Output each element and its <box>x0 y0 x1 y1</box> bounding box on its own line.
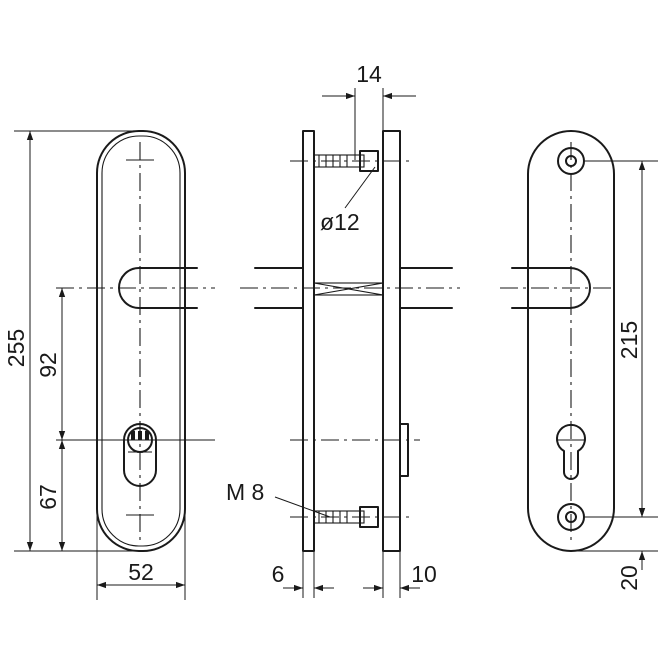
dim-255-label: 255 <box>3 329 29 367</box>
front-dimensions: 255 92 67 52 <box>3 130 186 600</box>
back-handle <box>511 267 591 309</box>
dim-67-label: 67 <box>35 484 61 510</box>
side-back-plate <box>382 130 401 552</box>
dim-92-label: 92 <box>35 352 61 378</box>
back-view <box>500 130 615 552</box>
side-view <box>240 130 460 552</box>
dim-20-label: 20 <box>616 565 642 591</box>
back-dimensions: 215 20 <box>571 160 658 591</box>
side-top-screw <box>290 150 410 172</box>
front-plate-inner-outline <box>101 135 181 547</box>
side-handle-spindle <box>240 267 460 309</box>
side-front-plate <box>302 130 315 552</box>
dim-10-label: 10 <box>411 561 437 587</box>
back-keyhole <box>556 423 586 480</box>
dim-6-label: 6 <box>272 561 285 587</box>
front-view <box>56 130 215 552</box>
side-dimensions: 14 ø12 M 8 6 10 <box>226 61 437 598</box>
side-bottom-screw <box>290 506 410 528</box>
dim-diameter-12-label: ø12 <box>320 209 360 235</box>
dim-m8-label: M 8 <box>226 479 264 505</box>
dim-14-label: 14 <box>356 61 382 87</box>
dim-52-label: 52 <box>128 559 154 585</box>
front-plate-outline <box>96 130 186 552</box>
dim-215-label: 215 <box>616 321 642 359</box>
side-cylinder-protrusion <box>399 423 409 477</box>
